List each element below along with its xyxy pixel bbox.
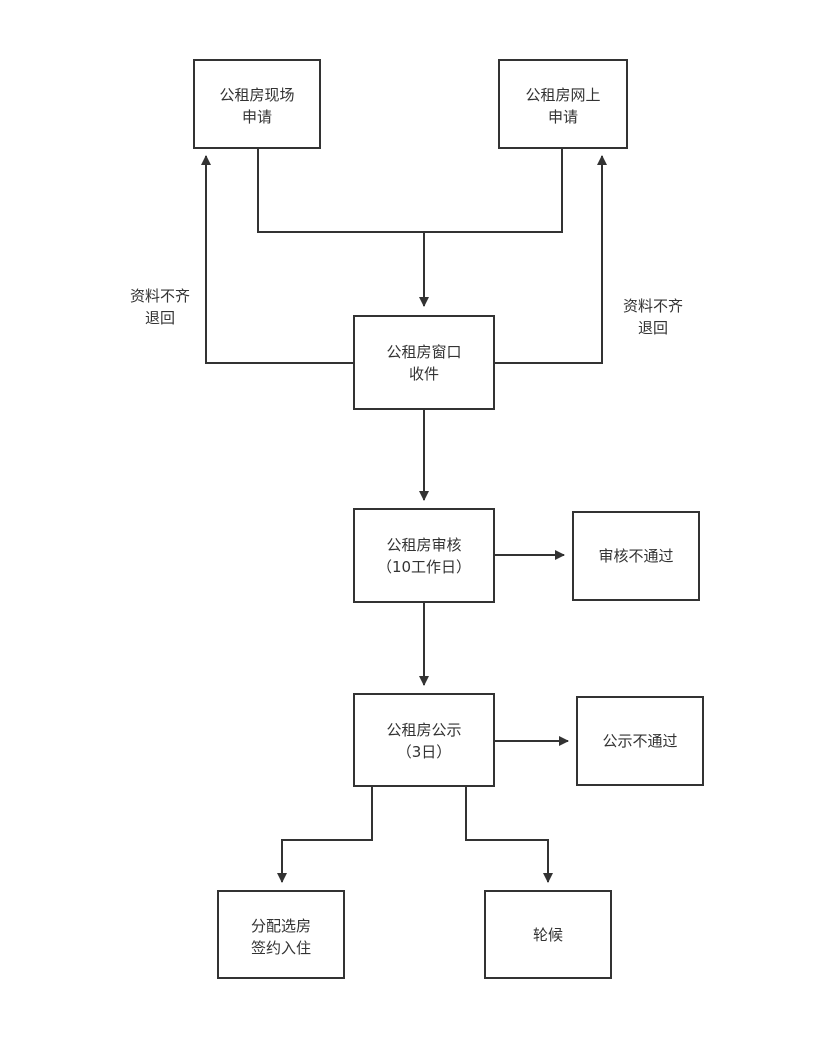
connector-onsite-to-window: [257, 148, 429, 307]
node-waitlist-line1: 轮候: [533, 926, 563, 944]
node-online-apply-line2: 申请: [548, 108, 578, 126]
node-allocate-line1: 分配选房: [251, 917, 311, 935]
node-online-apply-line1: 公租房网上: [525, 86, 600, 104]
node-review-line1: 公租房审核: [386, 536, 461, 554]
node-review-fail: 审核不通过: [572, 511, 700, 601]
node-allocate-line2: 签约入住: [251, 939, 311, 957]
node-review-fail-line1: 审核不通过: [598, 547, 673, 565]
label-return-left: 资料不齐 退回: [130, 287, 190, 327]
node-publicity-fail-line1: 公示不通过: [602, 732, 677, 750]
node-review-line2: （10工作日）: [377, 558, 471, 576]
node-onsite-apply-line2: 申请: [242, 108, 272, 126]
connector-online-to-window: [424, 148, 563, 233]
node-publicity-fail: 公示不通过: [576, 696, 704, 786]
node-onsite-apply: 公租房现场 申请: [193, 59, 321, 149]
label-return-right-line1: 资料不齐: [623, 297, 683, 315]
node-window-receive: 公租房窗口 收件: [353, 315, 495, 410]
node-publicity-line1: 公租房公示: [386, 721, 461, 739]
connector-window-return-right: [494, 155, 607, 364]
connector-publicity-to-allocate: [277, 786, 373, 883]
node-publicity-line2: （3日）: [397, 743, 452, 761]
connector-window-return-left: [201, 155, 354, 364]
node-window-receive-line1: 公租房窗口: [386, 343, 461, 361]
node-publicity: 公租房公示 （3日）: [353, 693, 495, 787]
label-return-right: 资料不齐 退回: [623, 297, 683, 337]
label-return-left-line1: 资料不齐: [130, 287, 190, 305]
node-onsite-apply-line1: 公租房现场: [219, 86, 294, 104]
connector-publicity-to-waitlist: [465, 786, 553, 883]
label-return-left-line2: 退回: [145, 309, 175, 327]
label-return-right-line2: 退回: [638, 319, 668, 337]
node-online-apply: 公租房网上 申请: [498, 59, 628, 149]
node-review: 公租房审核 （10工作日）: [353, 508, 495, 603]
node-waitlist: 轮候: [484, 890, 612, 979]
node-window-receive-line2: 收件: [409, 365, 439, 383]
node-allocate: 分配选房 签约入住: [217, 890, 345, 979]
